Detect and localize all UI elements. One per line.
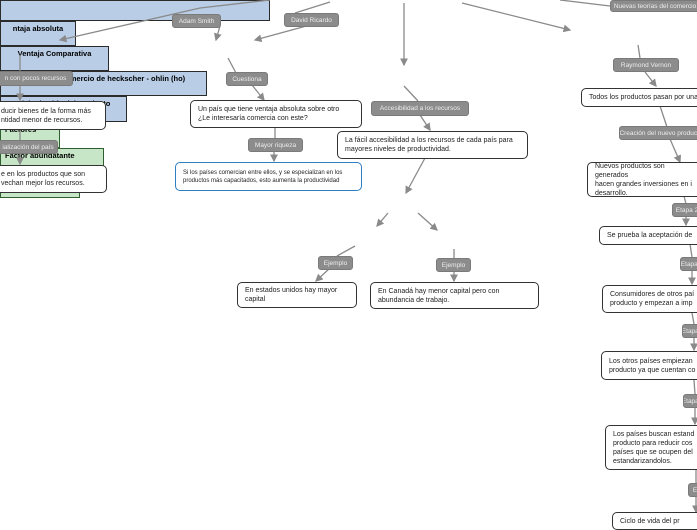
tag-adam-smith[interactable]: Adam Smith (172, 14, 221, 28)
note-estados-unidos[interactable]: En estados unidos hay mayor capital (237, 282, 357, 308)
note-paises-buscan[interactable]: Los países buscan estand producto para r… (605, 425, 697, 470)
tag-ejemplo-escaso[interactable]: Ejemplo (436, 258, 471, 272)
note-canada[interactable]: En Canadá hay menor capital pero con abu… (370, 282, 539, 309)
tag-mayor-riqueza[interactable]: Mayor riqueza (248, 138, 303, 152)
tag-nuevas-teorias[interactable]: Nuevas teorías del comercio (610, 0, 697, 12)
tag-ejemplo-abundante[interactable]: Ejemplo (318, 256, 353, 270)
tag-cuestiona[interactable]: Cuestiona (226, 72, 268, 86)
tag-creacion-producto[interactable]: Creación del nuevo producto (619, 126, 697, 140)
tag-con-pocos-recursos[interactable]: n con pocos recursos (0, 71, 73, 86)
note-se-prueba[interactable]: Se prueba la aceptación de (599, 226, 697, 245)
tag-etapa-5[interactable]: Etapa 5 (683, 394, 697, 408)
tag-david-ricardo[interactable]: David Ricardo (284, 13, 339, 27)
note-facil-accesibilidad[interactable]: La fácil accesibilidad a los recursos de… (337, 131, 528, 159)
tag-etapa-2[interactable]: Etapa 2 (672, 203, 697, 217)
tag-etapa-3[interactable]: Etapa 3 (680, 257, 697, 271)
tag-etapa-4[interactable]: Etapa 4 (682, 324, 697, 338)
note-ciclo-final[interactable]: Ciclo de vida del pr (612, 512, 697, 530)
tag-accesibilidad[interactable]: Accesibilidad a los recursos (371, 101, 469, 116)
note-pais-ventaja-absoluta[interactable]: Un país que tiene ventaja absoluta sobre… (190, 100, 362, 128)
topic-ventaja-comparativa[interactable]: Ventaja Comparativa (0, 46, 109, 71)
note-productos-recursos[interactable]: e en los productos que son vechan mejor … (0, 165, 107, 193)
note-todos-productos[interactable]: Todos los productos pasan por una (581, 88, 697, 107)
note-otros-paises[interactable]: Los otros países empiezan producto ya qu… (601, 351, 697, 380)
tag-etapa-6[interactable]: E (688, 483, 697, 497)
tag-raymond-vernon[interactable]: Raymond Vernon (613, 58, 679, 72)
note-nuevos-productos[interactable]: Nuevos productos son generados hacen gra… (587, 162, 697, 197)
note-especializacion-productividad[interactable]: Si los países comercian entre ellos, y s… (175, 162, 362, 191)
note-producir-bienes[interactable]: ducir bienes de la forma más ntidad meno… (0, 101, 106, 130)
note-consumidores[interactable]: Consumidores de otros paí producto y emp… (602, 285, 697, 313)
tag-especializacion[interactable]: ialización del país (0, 140, 58, 154)
